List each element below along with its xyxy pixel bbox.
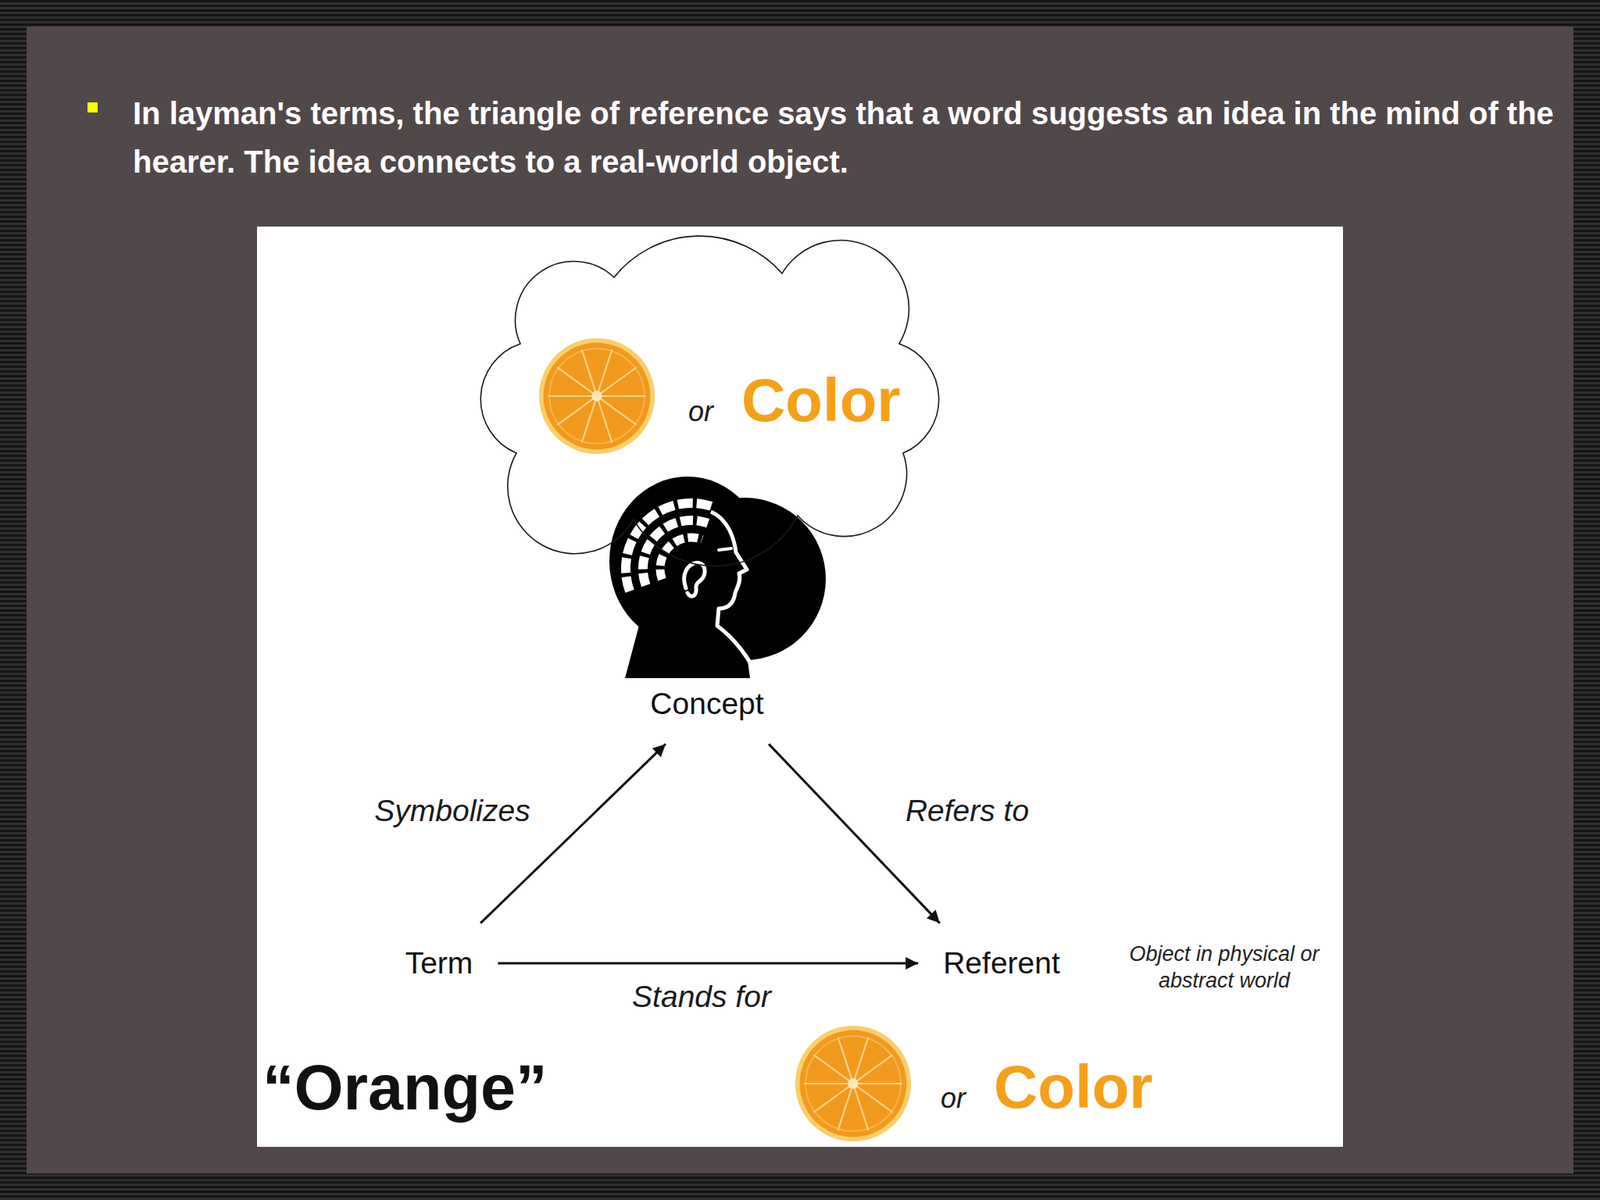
referent-node: Referent [935,940,1068,987]
concept-node: Concept [642,681,772,728]
arrow-connector [497,961,918,965]
arrow-connector [768,743,940,923]
referent-example: Color [993,1056,1154,1118]
brain-segments [642,520,708,586]
head-neck [625,619,750,679]
term-example: “Orange” [262,1056,548,1120]
node-label: Concept [642,681,772,728]
head-ear [684,562,705,597]
cloud-outline-path [480,235,939,566]
edge-label: Refers to [905,792,1029,830]
text-row: or Color [688,369,901,431]
orange-slice [795,1025,911,1142]
face-profile [710,511,758,679]
bullet-square [87,102,98,113]
brain-segments [660,537,703,580]
node-label: Term [397,940,482,987]
connectors [480,743,940,964]
edge-label: Stands for [632,978,772,1016]
node-label: Referent [935,940,1068,987]
head-eye [718,548,732,550]
concept-word: Color [741,369,901,431]
edge-label: Symbolizes [374,792,530,830]
text-row: or Color [940,1056,1154,1118]
thought-cloud: or Color [453,226,965,531]
figure-background [257,226,1343,1147]
connector-word: or [688,397,714,426]
term-node: Term [397,940,482,987]
arrow-connector [480,743,666,923]
head-silhouette [609,476,826,679]
note-text: Object in physical or abstract world [1107,940,1341,994]
connector-word: or [940,1084,966,1113]
orange-slice [539,338,655,454]
slide-title: In layman's terms, the triangle of refer… [132,89,1563,186]
